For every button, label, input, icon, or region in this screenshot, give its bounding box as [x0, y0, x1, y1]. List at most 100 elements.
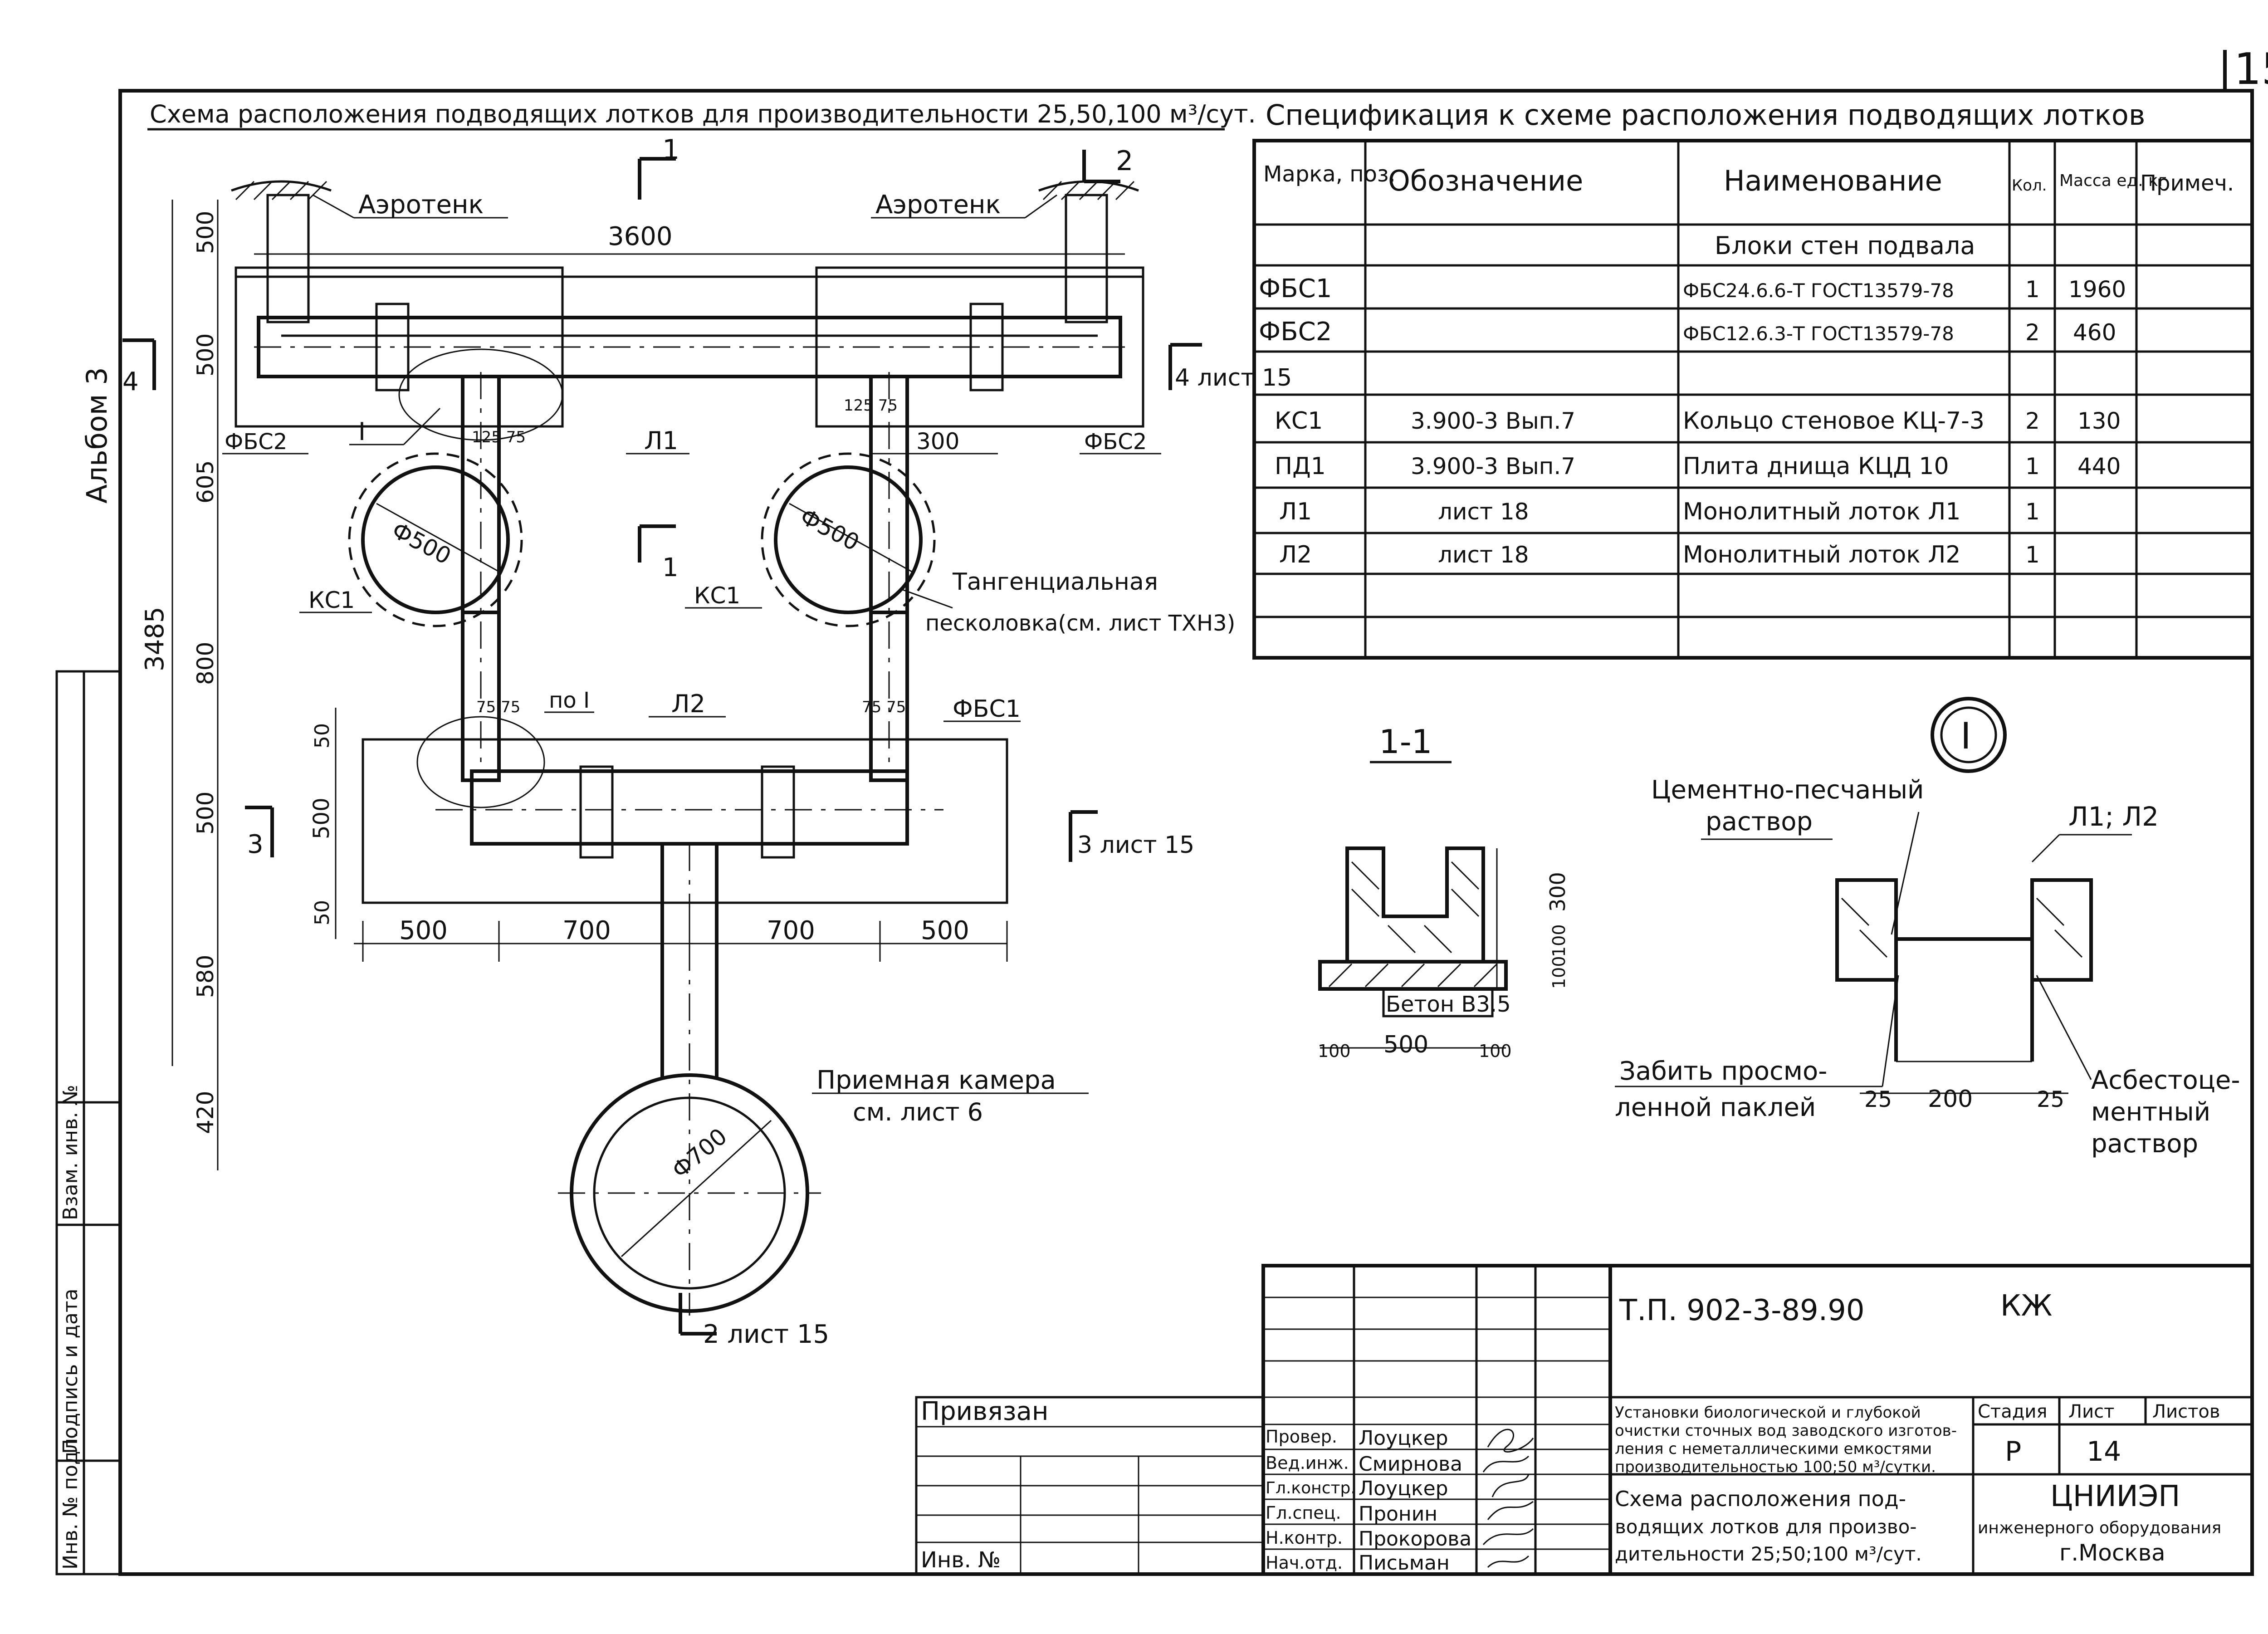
privyazan-label: Привязан	[921, 1397, 1048, 1426]
section-11-dim-100c: 100	[1318, 1041, 1351, 1061]
spec-row-mark: Л2	[1279, 541, 1312, 568]
spec-row-mark: КС1	[1275, 407, 1323, 435]
spec-row-name: Монолитный лоток Л1	[1683, 498, 1960, 525]
inv-no-label: Инв. №	[921, 1547, 1001, 1573]
label-fbs2-right: ФБС2	[1084, 429, 1147, 455]
spec-row-mass: 440	[2077, 453, 2121, 479]
label-fbs2-left: ФБС2	[225, 429, 287, 455]
role-name: Письман	[1359, 1551, 1450, 1575]
title-project-4: производительностью 100;50 м³/сутки.	[1615, 1458, 1936, 1476]
spec-row-qty: 1	[2025, 276, 2040, 303]
label-aerotank-left: Аэротенк	[358, 190, 484, 220]
ring-kc1-right	[774, 465, 923, 614]
role-name: Лоуцкер	[1359, 1427, 1448, 1450]
section-11-dim-100b: 100	[1549, 956, 1569, 989]
role-label: Гл.констр.	[1266, 1479, 1356, 1497]
spec-header-mass: Масса ед. кг	[2059, 171, 2167, 190]
side-inv-replaced: Взам. инв. №	[59, 1085, 82, 1220]
title-org-2: инженерного оборудования	[1978, 1519, 2221, 1537]
title-project-3: ления с неметаллическими емкостями	[1615, 1440, 1932, 1458]
role-label: Провер.	[1266, 1427, 1337, 1447]
dim-75-75-right: 75 75	[862, 698, 906, 716]
spec-row-qty: 1	[2025, 453, 2040, 479]
node-callout-bottom	[416, 716, 545, 808]
spec-row-name: Кольцо стеновое КЦ-7-3	[1683, 407, 1984, 435]
section-2-top: 2	[1116, 145, 1133, 177]
title-project-1: Установки биологической и глубокой	[1615, 1404, 1921, 1422]
label-kc1-left: КС1	[308, 587, 355, 613]
role-name: Лоуцкер	[1359, 1477, 1448, 1500]
dim-v580: 580	[192, 955, 219, 998]
spec-table: Спецификация к схеме расположения подвод…	[1252, 98, 2254, 660]
label-fbs1: ФБС1	[953, 695, 1021, 723]
title-stage-header: Стадия	[1978, 1401, 2047, 1422]
signature-nach-otd	[1487, 1555, 1530, 1568]
node-i-marker	[1931, 697, 2007, 773]
label-node-ref-text: по I	[549, 688, 590, 713]
ring-kc1-left	[361, 465, 510, 614]
label-phi700: Ф700	[667, 1123, 732, 1184]
role-label: Вед.инж.	[1266, 1453, 1349, 1473]
aerotank-left-wall	[231, 180, 332, 192]
role-name: Пронин	[1359, 1502, 1437, 1526]
spec-header-designation: Обозначение	[1388, 164, 1583, 197]
label-tangential: Тангенциальная	[952, 568, 1158, 596]
node-i-asb-1: Асбестоце-	[2091, 1066, 2240, 1095]
node-i-l1l2: Л1; Л2	[2068, 801, 2159, 832]
node-callout-top	[398, 348, 563, 441]
section-2-bottom: 2 лист 15	[703, 1320, 829, 1349]
role-name: Смирнова	[1359, 1453, 1462, 1476]
dim-h500a: 500	[399, 916, 448, 945]
dim-v500c: 500	[192, 792, 219, 835]
dim-h700b: 700	[767, 916, 815, 945]
dim-v500a: 500	[192, 211, 219, 254]
spec-row-qty: 1	[2025, 542, 2040, 568]
title-code: Т.П. 902-3-89.90	[1619, 1294, 1865, 1327]
title-org-3: г.Москва	[2059, 1540, 2165, 1566]
dim-v800: 800	[192, 642, 219, 685]
signature-gl-spec	[1487, 1501, 1534, 1520]
sheet-number: 15	[2234, 44, 2268, 94]
label-kc1-right: КС1	[694, 582, 740, 609]
role-label: Нач.отд.	[1266, 1553, 1343, 1573]
sheet-frame: 15 Альбом 3	[80, 44, 2268, 1576]
node-i-dim-25a: 25	[1864, 1087, 1892, 1112]
title-block: Т.П. 902-3-89.90 КЖ Установки биологичес…	[915, 1264, 2254, 1576]
section-3-right: 3 лист 15	[1077, 832, 1194, 859]
role-name: Прокорова	[1359, 1527, 1471, 1551]
role-label: Н.контр.	[1266, 1528, 1343, 1548]
node-i-asb-3: раствор	[2091, 1129, 2198, 1159]
side-inv-original: Инв. № подл.	[59, 1432, 82, 1570]
spec-row-qty: 1	[2025, 499, 2040, 525]
spec-title: Спецификация к схеме расположения подвод…	[1266, 98, 2145, 132]
node-i-dim-25b: 25	[2037, 1087, 2064, 1112]
dim-h500b: 500	[921, 916, 969, 945]
title-sheet-2: водящих лотков для произво-	[1615, 1516, 1917, 1538]
spec-row-mark: Л1	[1279, 498, 1312, 525]
section-11-dim-100a: 100	[1549, 924, 1569, 957]
dim-v500d: 500	[309, 797, 334, 839]
title-project-2: очистки сточных вод заводского изготов-	[1615, 1422, 1957, 1440]
spec-header-name: Наименование	[1724, 164, 1942, 197]
spec-row-name: ФБС12.6.3-Т ГОСТ13579-78	[1683, 323, 1954, 345]
dim-3485: 3485	[140, 607, 170, 671]
label-aerotank-right: Аэротенк	[875, 190, 1001, 220]
section-3-left: 3	[247, 830, 264, 859]
label-l2: Л2	[671, 690, 705, 718]
spec-row-name: Плита днища КЦД 10	[1683, 453, 1949, 480]
section-11-title: 1-1	[1379, 723, 1432, 761]
title-stage: Р	[2005, 1436, 2021, 1468]
label-node-ref: I	[358, 417, 366, 446]
label-phi500-left: Ф500	[387, 517, 455, 569]
section-11-dim-500: 500	[1383, 1031, 1428, 1058]
spec-row-name: ФБС24.6.6-Т ГОСТ13579-78	[1683, 279, 1954, 302]
dim-v500b: 500	[192, 333, 219, 377]
label-phi500-right: Ф500	[796, 503, 864, 556]
title-lists-header: Листов	[2152, 1401, 2220, 1422]
section-4-left: 4	[122, 367, 139, 396]
title-list: 14	[2087, 1436, 2121, 1468]
node-i-mark: I	[1960, 715, 1971, 757]
dim-h700a: 700	[562, 916, 611, 945]
title-sheet-1: Схема расположения под-	[1615, 1487, 1906, 1511]
